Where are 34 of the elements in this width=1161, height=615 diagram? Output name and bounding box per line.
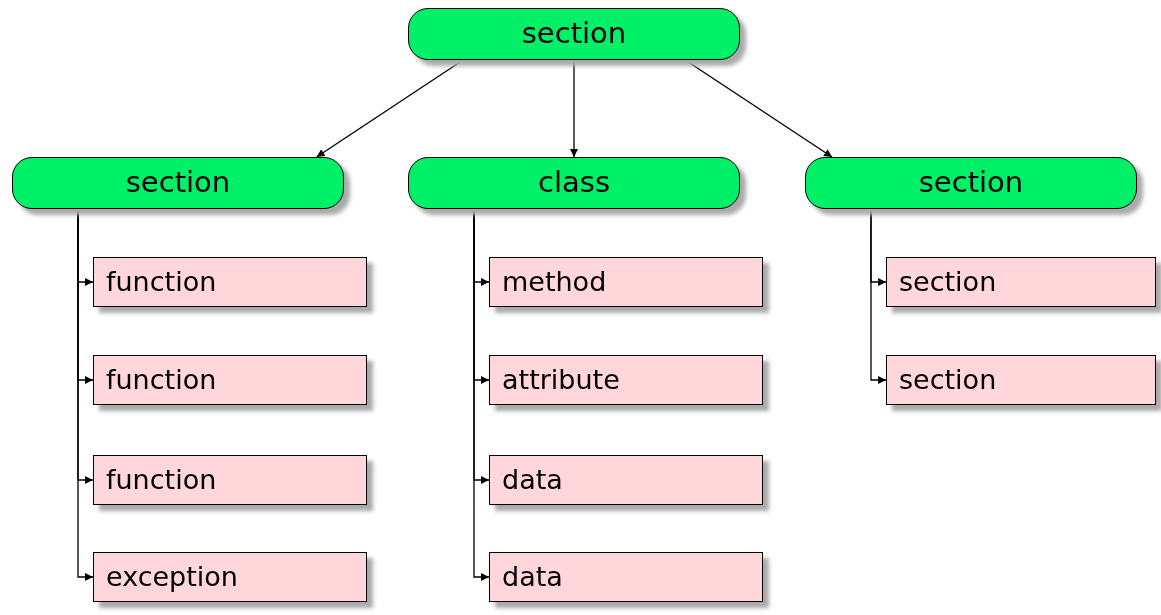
rounded-box [805,157,1137,209]
rounded-box [408,157,740,209]
node-label: section [521,15,627,53]
node-label: section [125,164,231,202]
process-box [886,355,1156,405]
node-label: section [918,164,1024,202]
node-label: function [106,462,217,497]
process-box [489,455,763,505]
node-label: exception [106,559,238,594]
process-box [93,257,367,307]
process-box [489,355,763,405]
node-label: class [538,164,610,202]
arrow [570,59,578,158]
process-box [93,355,367,405]
rounded-box [408,8,740,60]
rounded-box [12,157,344,209]
process-box [93,455,367,505]
process-box [489,552,763,602]
node-label: data [502,462,563,497]
process-box [93,552,367,602]
arrow [77,208,94,581]
node-label: section [899,264,997,299]
node-label: section [899,362,997,397]
node-label: function [106,362,217,397]
process-box [886,257,1156,307]
node-label: method [502,264,607,299]
process-box [489,257,763,307]
arrow [473,208,490,581]
arrow [684,59,833,158]
arrow [870,208,887,384]
node-label: data [502,559,563,594]
arrow [315,59,464,158]
node-label: function [106,264,217,299]
node-label: attribute [502,362,620,397]
